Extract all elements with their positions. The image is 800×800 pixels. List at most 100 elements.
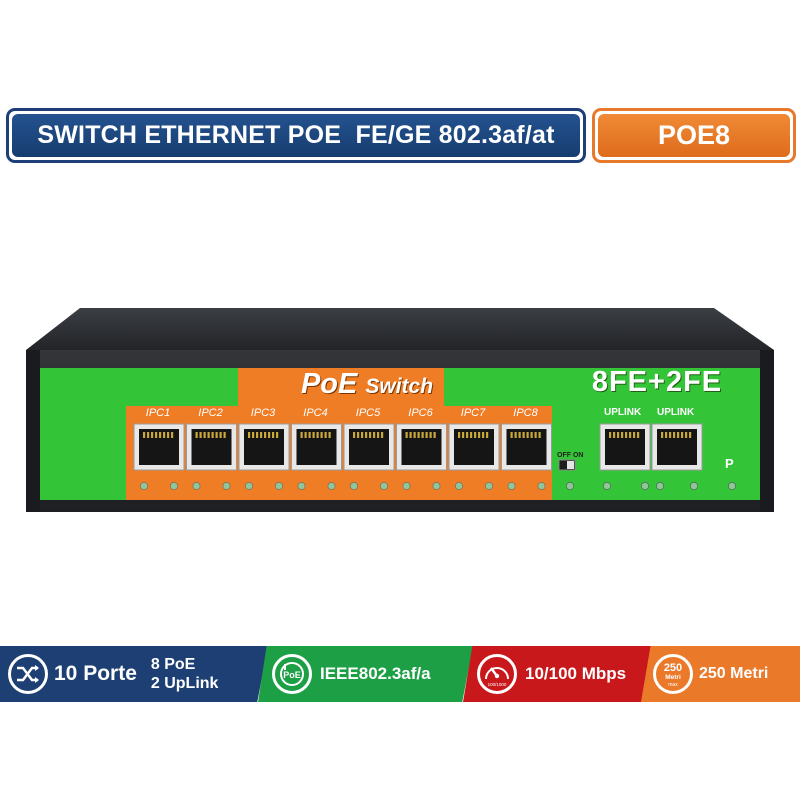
ports-uplink: 2 UpLink bbox=[150, 675, 219, 692]
port-label-3: IPC3 bbox=[250, 407, 276, 419]
poe-port-3-pin bbox=[264, 432, 267, 438]
switch-right-edge bbox=[760, 350, 774, 512]
switch-top-face bbox=[26, 308, 774, 350]
poe-port-3[interactable] bbox=[238, 423, 290, 471]
poe-port-2-pin bbox=[207, 432, 210, 438]
switch-label: Switch bbox=[365, 375, 434, 398]
poe-port-5-pins bbox=[353, 432, 384, 438]
port-led-6a bbox=[402, 482, 411, 490]
poe-port-1-pin bbox=[151, 432, 154, 438]
distance-icon-sub: max bbox=[668, 682, 678, 688]
poe-port-6-latch bbox=[412, 460, 431, 465]
poe-port-5-pin bbox=[353, 432, 356, 438]
poe-port-4-pin bbox=[324, 432, 327, 438]
title-banner: SWITCH ETHERNET POE FE/GE 802.3af/at bbox=[6, 108, 586, 163]
feature-bar: 10 Porte 8 PoE 2 UpLink PoE IEEE802.3af/… bbox=[0, 646, 800, 702]
port-led-1a bbox=[140, 482, 148, 490]
poe-port-4-pin bbox=[300, 432, 303, 438]
port-led-3a bbox=[245, 482, 253, 490]
poe-port-3-pin bbox=[272, 432, 275, 438]
poe-port-1-pin bbox=[159, 432, 162, 438]
poe-port-1-pin bbox=[171, 432, 174, 438]
uplink-port-1-pin bbox=[613, 432, 616, 438]
uplink-port-1-pin bbox=[625, 432, 628, 438]
poe-port-6-pin bbox=[425, 432, 428, 438]
uplink-led-1 bbox=[566, 482, 574, 490]
uplink-port-2-pin bbox=[669, 432, 672, 438]
poe-port-7-pin bbox=[458, 432, 461, 438]
poe-port-5-pin bbox=[373, 432, 376, 438]
poe-port-3-pin bbox=[260, 432, 263, 438]
uplink-port-2-pin bbox=[685, 432, 688, 438]
uplink-port-2-pin bbox=[661, 432, 664, 438]
poe-port-6-pin bbox=[405, 432, 408, 438]
port-led-6b bbox=[432, 482, 441, 490]
uplink-led-3 bbox=[641, 482, 649, 490]
feature-ports: 10 Porte 8 PoE 2 UpLink bbox=[0, 646, 268, 702]
switch-body bbox=[26, 308, 774, 512]
poe-port-2-pin bbox=[199, 432, 202, 438]
poe-port-2-latch bbox=[202, 460, 221, 465]
uplink-led-6 bbox=[728, 482, 736, 490]
port-led-5b bbox=[380, 482, 388, 490]
port-label-6: IPC6 bbox=[408, 407, 433, 419]
uplink-port-1-pin bbox=[617, 432, 620, 438]
uplink-port-1-pin bbox=[637, 432, 640, 438]
port-led-7a bbox=[455, 482, 463, 490]
ports-poe: 8 PoE bbox=[150, 656, 196, 673]
uplink-port-2-pin bbox=[689, 432, 692, 438]
poe-port-7-latch bbox=[465, 460, 483, 465]
shuffle-icon bbox=[8, 654, 48, 694]
port-led-7b bbox=[485, 482, 493, 490]
poe-port-1-pin bbox=[147, 432, 150, 438]
poe-port-2-pin bbox=[211, 432, 214, 438]
poe-port-2-pins bbox=[195, 432, 226, 438]
poe-port-6[interactable] bbox=[396, 423, 447, 471]
distance-value: 250 Metri bbox=[699, 665, 769, 682]
port-label-4: IPC4 bbox=[303, 407, 328, 419]
poe-port-5-pin bbox=[369, 432, 372, 438]
poe-port-7[interactable] bbox=[448, 423, 500, 471]
poe-port-3-pins bbox=[248, 432, 279, 438]
poe-switch-title: PoE Switch bbox=[260, 368, 474, 406]
poe-port-4[interactable] bbox=[291, 423, 342, 471]
feature-distance: 250 Metri max 250 Metri bbox=[641, 646, 800, 702]
model-banner-text: POE8 bbox=[598, 114, 790, 157]
poe-port-1[interactable] bbox=[133, 423, 185, 471]
port-label-7: IPC7 bbox=[460, 407, 486, 419]
port-label-5: IPC5 bbox=[355, 407, 381, 419]
speed-value: 10/100 Mbps bbox=[525, 664, 627, 683]
poe-port-1-pin bbox=[163, 432, 166, 438]
poe-port-7-pin bbox=[474, 432, 477, 438]
uplink-led-2 bbox=[603, 482, 611, 490]
poe-port-1-pin bbox=[155, 432, 158, 438]
uplink-port-1-pins bbox=[609, 432, 640, 438]
poe-port-8-pin bbox=[526, 432, 529, 438]
poe-port-6-pin bbox=[429, 432, 432, 438]
poe-port-6-pin bbox=[421, 432, 424, 438]
poe-port-2[interactable] bbox=[186, 423, 237, 471]
poe-port-5-latch bbox=[360, 460, 378, 465]
poe-port-6-pin bbox=[417, 432, 420, 438]
poe-port-7-pin bbox=[462, 432, 465, 438]
poe-port-6-pins bbox=[405, 432, 436, 438]
poe-icon-text: PoE bbox=[283, 670, 301, 680]
port-led-8a bbox=[507, 482, 516, 490]
uplink-port-2-pin bbox=[673, 432, 676, 438]
uplink-port-1[interactable] bbox=[599, 423, 651, 471]
uplink-port-2-pin bbox=[681, 432, 684, 438]
poe-port-6-pin bbox=[409, 432, 412, 438]
distance-icon: 250 Metri max bbox=[653, 654, 693, 694]
uplink-port-2[interactable] bbox=[651, 423, 703, 471]
poe-port-8[interactable] bbox=[501, 423, 552, 471]
port-led-1b bbox=[170, 482, 178, 490]
port-led-4b bbox=[327, 482, 336, 490]
port-led-5a bbox=[350, 482, 358, 490]
poe-port-5-pin bbox=[381, 432, 384, 438]
poe-port-2-pin bbox=[215, 432, 218, 438]
model-banner: POE8 bbox=[592, 108, 796, 163]
poe-port-8-pin bbox=[538, 432, 541, 438]
poe-port-5[interactable] bbox=[343, 423, 395, 471]
poe-port-2-pin bbox=[223, 432, 226, 438]
poe-port-7-pin bbox=[486, 432, 489, 438]
